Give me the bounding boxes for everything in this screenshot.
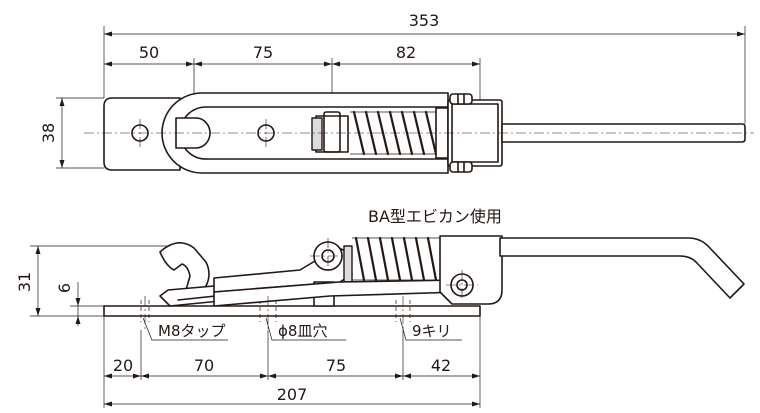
top-base-plate	[103, 97, 181, 171]
side-view-title: BA型エビカン使用	[368, 207, 502, 226]
side-left-dimensions: 31 6	[15, 245, 180, 326]
top-handle-rod	[501, 123, 746, 143]
dim-70: 70	[194, 356, 214, 375]
dim-207: 207	[277, 385, 308, 404]
dim-75-bottom: 75	[326, 356, 346, 375]
dim-75: 75	[253, 43, 273, 62]
dim-82: 82	[396, 43, 416, 62]
top-view-dimensions: 353 50 75 82 38	[39, 11, 746, 169]
top-spring	[350, 110, 440, 156]
side-bottom-dimensions: 20 70 75 42 207	[103, 316, 481, 408]
callout-countersink: ϕ8皿穴	[278, 322, 327, 340]
side-spring	[352, 236, 442, 282]
dim-38: 38	[39, 123, 58, 143]
side-callouts: M8タップ ϕ8皿穴 9キリ	[142, 317, 462, 341]
side-view: BA型エビカン使用 31 6	[15, 207, 745, 408]
side-handle	[499, 237, 745, 299]
dim-20: 20	[113, 356, 133, 375]
top-view: 353 50 75 82 38	[39, 11, 754, 174]
dim-6: 6	[55, 283, 74, 293]
side-base-plate	[103, 305, 481, 317]
dim-overall-353: 353	[409, 11, 440, 30]
dim-50: 50	[139, 43, 159, 62]
dim-31: 31	[15, 272, 34, 292]
callout-drill-hole: 9キリ	[412, 322, 452, 340]
dim-42: 42	[431, 356, 451, 375]
callout-tap-hole: M8タップ	[158, 322, 226, 340]
side-end-housing	[439, 235, 503, 305]
